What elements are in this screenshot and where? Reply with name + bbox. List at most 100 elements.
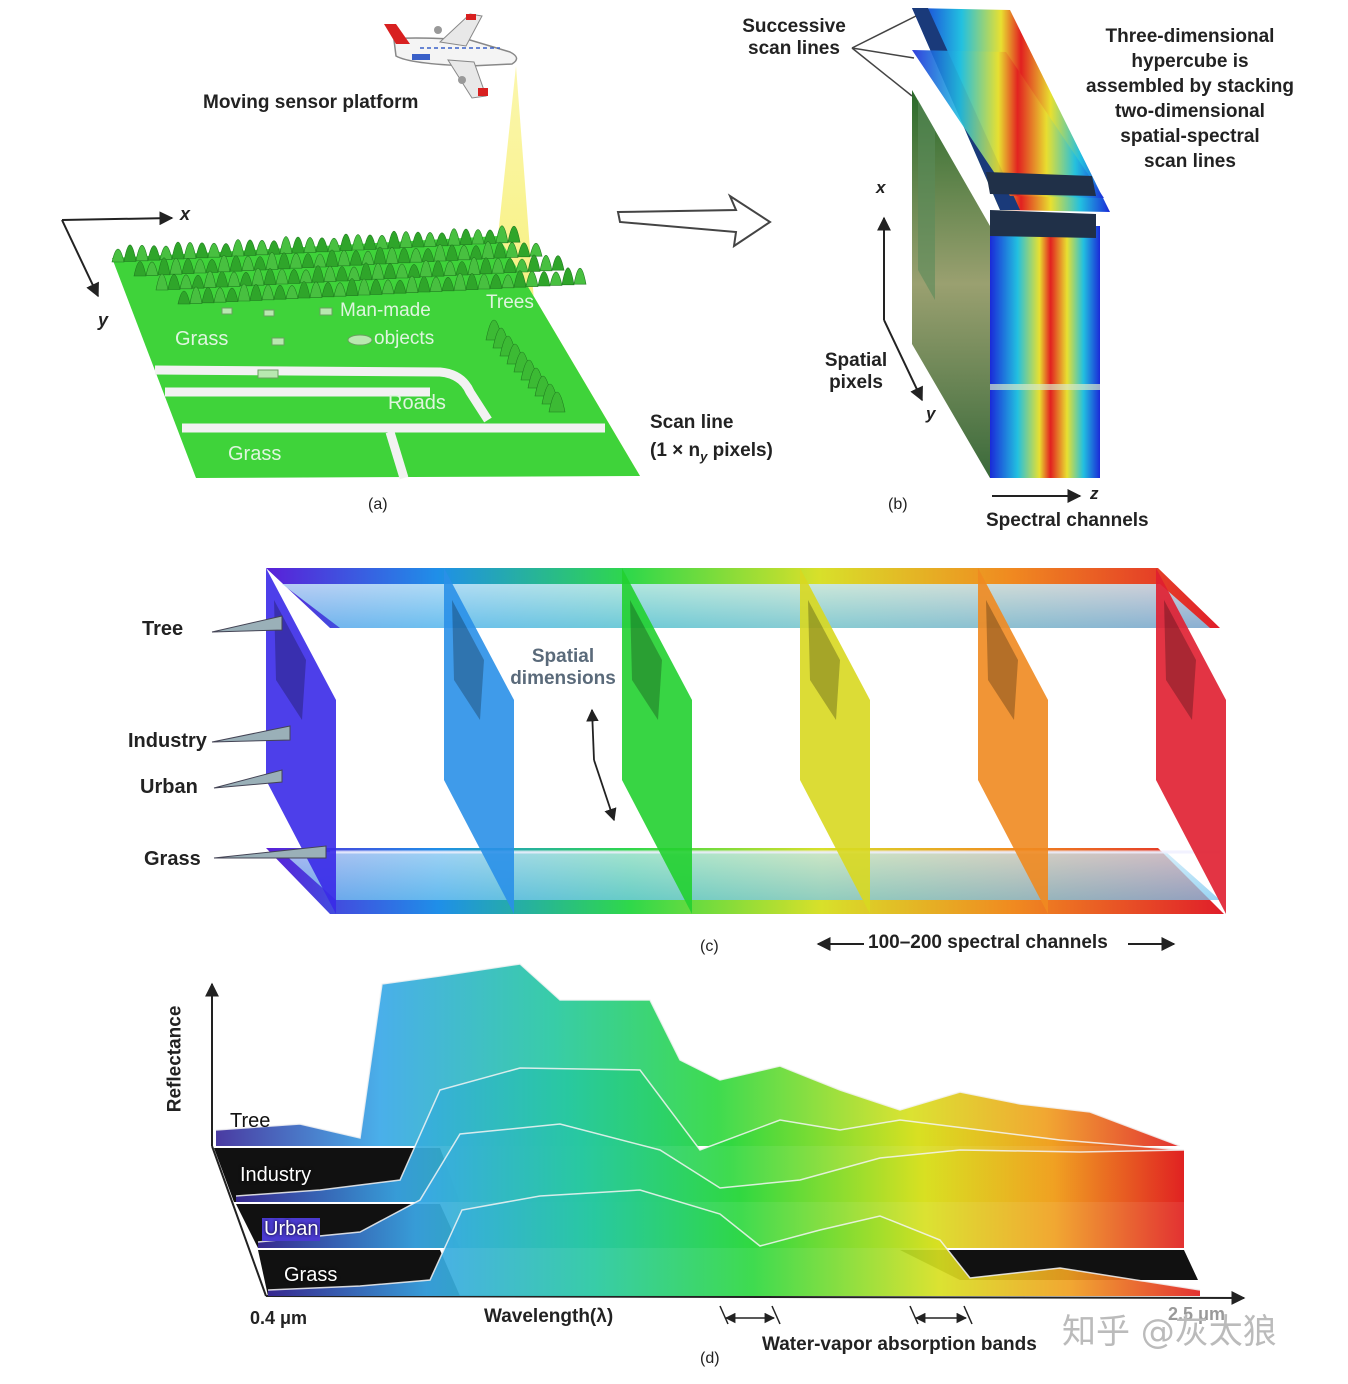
- panel-d: [205, 963, 1246, 1325]
- tree-icon: [441, 277, 455, 292]
- tree-icon: [483, 229, 497, 244]
- tree-icon: [203, 270, 217, 288]
- tree-icon: [395, 263, 409, 279]
- tree-icon: [147, 245, 161, 261]
- tree-icon: [383, 263, 397, 279]
- tree-icon: [409, 247, 423, 263]
- tree-icon: [347, 266, 361, 281]
- tree-icon: [277, 252, 291, 270]
- tree-row-label: Tree: [142, 618, 184, 640]
- tree-icon: [325, 249, 339, 267]
- tree-icon: [133, 261, 147, 277]
- tree-icon: [219, 243, 233, 257]
- tree-icon: [145, 261, 159, 276]
- tree-icon: [227, 271, 241, 287]
- tree-icon: [239, 272, 253, 287]
- trees-label: Trees: [486, 292, 534, 313]
- tree-icon: [363, 234, 377, 250]
- tree-icon: [405, 275, 419, 293]
- man-made-label-2: objects: [374, 328, 435, 349]
- tree-icon: [205, 259, 219, 273]
- spectral-slice: [444, 568, 514, 914]
- panel-b-axes: [877, 216, 1082, 503]
- tree-icon: [279, 236, 293, 254]
- tree-icon: [537, 271, 551, 287]
- wavelength-start: 0.4 μm: [250, 1308, 308, 1328]
- tree-icon: [429, 276, 443, 292]
- man-made-label-1: Man-made: [340, 300, 431, 321]
- panel-a-axis-x: x: [180, 204, 191, 224]
- water-vapor-label: Water-vapor absorption bands: [762, 1334, 1037, 1355]
- tree-icon: [549, 271, 563, 286]
- tree-icon: [225, 287, 239, 302]
- successive-pointers: [851, 15, 917, 97]
- tree-icon: [393, 279, 407, 294]
- panel-c: [211, 568, 1226, 951]
- tree-spectrum: [216, 964, 1180, 1146]
- tree-icon: [123, 244, 137, 262]
- reflectance-spectra: [215, 963, 1201, 1296]
- tree-icon: [361, 250, 375, 265]
- spectral-slice: [1156, 568, 1226, 914]
- tree-band: [111, 225, 587, 413]
- tree-icon: [285, 285, 299, 299]
- tree-icon: [215, 271, 229, 288]
- wavelength-axis-label: Wavelength(λ): [484, 1306, 614, 1327]
- tree-icon: [191, 274, 205, 289]
- tree-icon: [337, 250, 351, 267]
- reflectance-axis-label: Reflectance: [164, 1005, 186, 1113]
- grass-spectrum-label: Grass: [284, 1264, 338, 1286]
- tree-icon: [369, 279, 383, 295]
- tree-spectrum-edge: [215, 963, 1181, 1147]
- caption-a: (a): [368, 496, 388, 513]
- tree-icon: [551, 255, 565, 271]
- tree-icon: [181, 258, 195, 274]
- tree-icon: [459, 228, 473, 245]
- tree-icon: [275, 268, 289, 285]
- tree-icon: [195, 242, 209, 259]
- tree-icon: [539, 255, 553, 272]
- tree-icon: [465, 273, 479, 290]
- spectral-slice: [800, 568, 870, 914]
- tree-icon: [261, 284, 275, 301]
- roads-label: Roads: [388, 392, 446, 414]
- tree-icon: [253, 256, 267, 271]
- tree-icon: [457, 244, 471, 261]
- tree-icon: [385, 247, 399, 264]
- tree-icon: [357, 278, 371, 296]
- tree-icon: [111, 248, 125, 263]
- tree-icon: [445, 244, 459, 261]
- hypercube-line: spatial-spectral: [1120, 126, 1260, 148]
- industry-spectrum-edge: [235, 1067, 1185, 1197]
- tree-icon: [231, 239, 245, 257]
- tree-icon: [469, 245, 483, 260]
- man-made-objects: [221, 307, 373, 379]
- tree-icon: [548, 391, 566, 413]
- tree-icon: [311, 265, 325, 283]
- tree-icon: [201, 287, 215, 304]
- tree-icon: [515, 258, 529, 273]
- wavelength-end: 2.5 μm: [1168, 1304, 1226, 1324]
- tree-icon: [359, 262, 373, 281]
- tree-icon: [335, 266, 349, 282]
- hypercube-line: hypercube is: [1131, 51, 1249, 73]
- slice-texture: [808, 600, 840, 720]
- tree-icon: [179, 274, 193, 290]
- grass-label-2: Grass: [228, 443, 282, 465]
- urban-spectrum-label: Urban: [262, 1218, 321, 1241]
- tree-icon: [349, 250, 363, 266]
- spectral-slice: [266, 568, 336, 914]
- tree-icon: [159, 245, 173, 260]
- tree-icon: [489, 274, 503, 289]
- tree-icon: [397, 247, 411, 264]
- tree-icon: [193, 258, 207, 274]
- spatial-arrows: [586, 708, 617, 822]
- tree-icon: [407, 264, 421, 278]
- tree-icon: [371, 262, 385, 280]
- industry-row-label: Industry: [128, 730, 207, 752]
- tree-icon: [183, 242, 197, 259]
- tree-icon: [265, 252, 279, 270]
